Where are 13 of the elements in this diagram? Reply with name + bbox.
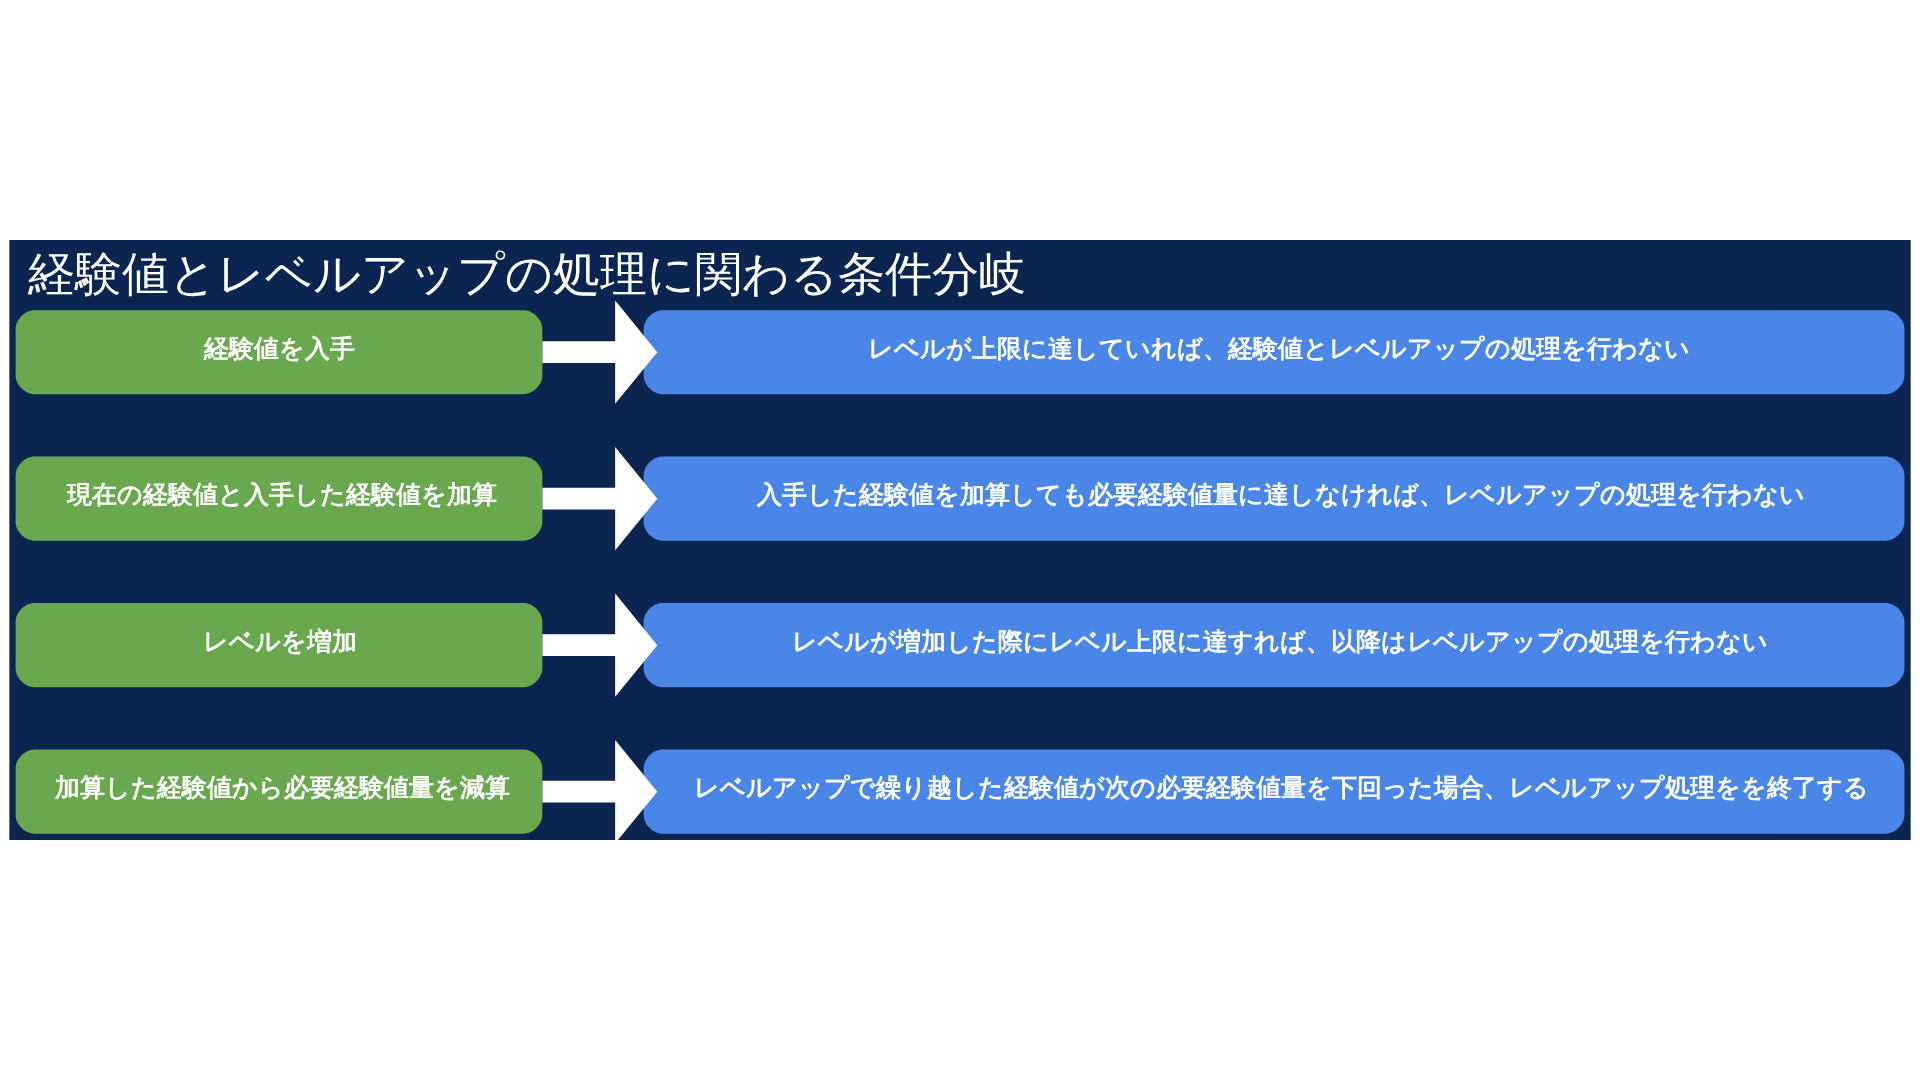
node-box: レベルが増加した際にレベル上限に達すれば、以降はレベルアップの処理を行わない — [643, 603, 1905, 688]
node-box: 入手した経験値を加算しても必要経験値量に達しなければ、レベルアップの処理を行わない — [643, 456, 1905, 541]
node-box: 経験値を入手 — [15, 310, 543, 395]
node-box: レベルを増加 — [15, 603, 543, 688]
diagram-title: 経験値とレベルアップの処理に関わる条件分岐 — [28, 246, 1027, 301]
arrow — [542, 447, 658, 551]
node-box: 加算した経験値から必要経験値量を減算 — [15, 749, 543, 834]
node-box: 現在の経験値と入手した経験値を加算 — [15, 456, 543, 541]
node-box: レベルが上限に達していれば、経験値とレベルアップの処理を行わない — [643, 310, 1905, 395]
arrow — [542, 593, 658, 697]
node-box: レベルアップで繰り越した経験値が次の必要経験値量を下回った場合、レベルアップ処理をを終了する — [643, 749, 1905, 834]
arrow — [542, 300, 658, 404]
arrow — [542, 740, 658, 840]
